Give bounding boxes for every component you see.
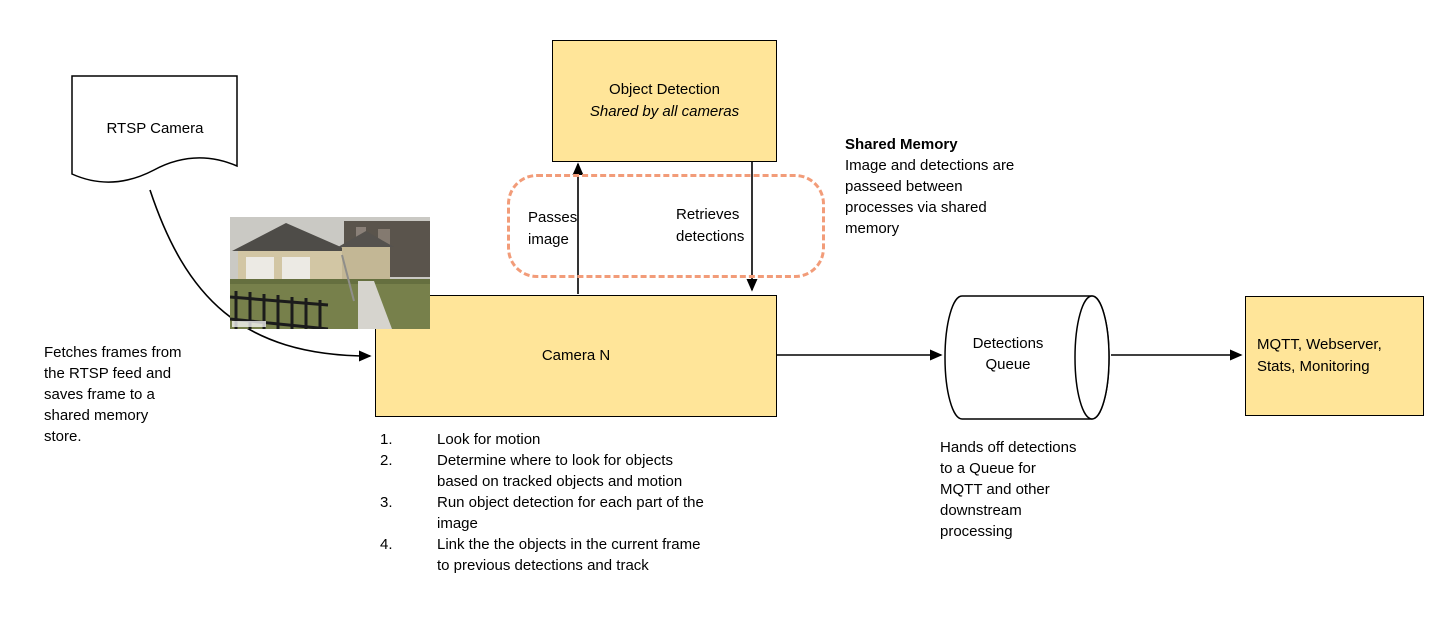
object-detection-subtitle: Shared by all cameras <box>589 103 740 120</box>
shared-memory-note: Shared Memory Image and detections are p… <box>845 134 1060 239</box>
camera-step-4: 4. Link the the objects in the current f… <box>380 534 757 576</box>
camera-snapshot-scene <box>229 217 430 331</box>
queue-handoff-note: Hands off detections to a Queue for MQTT… <box>940 439 1077 540</box>
step-text: Run object detection for each part of th… <box>437 494 704 532</box>
step-text: Determine where to look for objects base… <box>437 452 683 490</box>
step-number: 1. <box>380 431 393 448</box>
cylinder-end-ellipse <box>1074 295 1110 420</box>
object-detection-box: Object Detection Shared by all cameras <box>552 40 777 162</box>
camera-n-label: Camera N <box>541 347 611 364</box>
step-text: Link the the objects in the current fram… <box>437 536 701 574</box>
retrieves-detections-label: Retrieves detections <box>676 206 745 245</box>
rtsp-camera-label: RTSP Camera <box>106 120 204 137</box>
detections-queue-label: Detections Queue <box>972 335 1044 373</box>
camera-step-1: 1. Look for motion <box>380 429 757 450</box>
shared-memory-dashed-region <box>507 174 825 278</box>
object-detection-title: Object Detection <box>609 81 720 98</box>
shared-memory-note-body: Image and detections are passeed between… <box>845 157 1015 237</box>
mqtt-box: MQTT, Webserver, Stats, Monitoring <box>1245 296 1424 416</box>
passes-image-label: Passes image <box>528 209 578 248</box>
rtsp-document-shape <box>71 75 238 183</box>
camera-steps-list: 1. Look for motion 2. Determine where to… <box>380 429 757 576</box>
step-number: 2. <box>380 452 393 469</box>
camera-n-box: Camera N <box>375 295 777 417</box>
camera-step-2: 2. Determine where to look for objects b… <box>380 450 757 492</box>
rtsp-to-camera-arrow <box>149 189 372 362</box>
camera-snapshot-image <box>229 217 430 331</box>
step-number: 3. <box>380 494 393 511</box>
mqtt-label: MQTT, Webserver, Stats, Monitoring <box>1257 336 1382 375</box>
step-number: 4. <box>380 536 393 553</box>
step-text: Look for motion <box>437 431 541 448</box>
fetch-frames-note: Fetches frames from the RTSP feed and sa… <box>44 344 182 445</box>
shared-memory-note-title: Shared Memory <box>845 136 958 153</box>
camera-step-3: 3. Run object detection for each part of… <box>380 492 757 534</box>
